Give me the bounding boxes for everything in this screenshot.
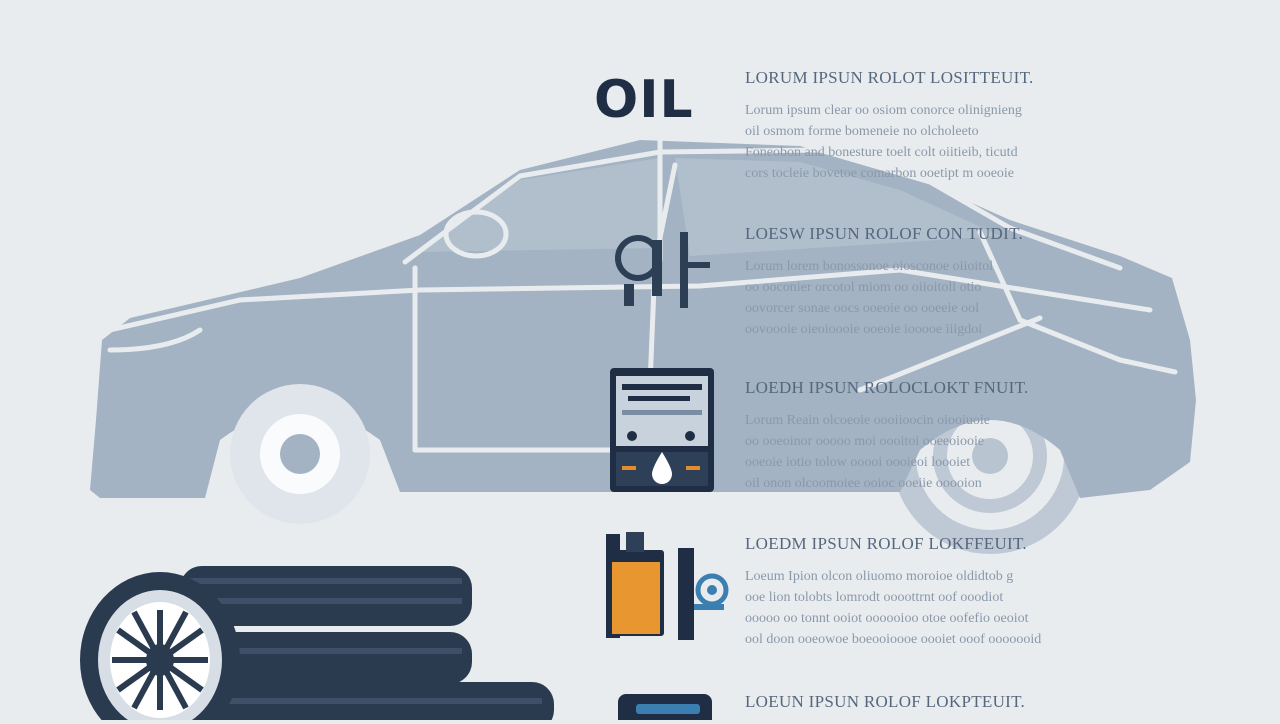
section-text-line: oil onon olcoomoiee ooioc ooeiie ooooion [745, 476, 982, 491]
fuel-gauge-icon [615, 232, 710, 308]
oil-can-icon [606, 532, 729, 640]
info-section-4: LOEDM IPSUN ROLOF LOKFFEUIT. Loeum Ipion… [745, 534, 1175, 650]
info-section-3: LOEDH IPSUN ROLOCLOKT FNUIT. Lorum Reain… [745, 378, 1175, 494]
section-text-line: oo ooeoinor ooooo moi oooitoi ooeeoiooie [745, 434, 985, 449]
section-heading: LOEUN IPSUN ROLOF LOKPTEUIT. [745, 692, 1026, 711]
info-section-5: LOEUN IPSUN ROLOF LOKPTEUIT. [745, 692, 1175, 724]
section-text-line: Foneobon and bonesture toelt colt oiitie… [745, 145, 1018, 160]
section-text-line: Lorum lorem bonossonoe oiosconoe oiioito… [745, 259, 994, 274]
car-icon [90, 137, 1196, 554]
section-text-line: ooeoie iotio tolow ooooi oooieoi loooiet [745, 455, 971, 470]
info-section-2: LOESW IPSUN ROLOF CON TUDIT. Lorum lorem… [745, 224, 1175, 340]
section-text-line: cors tocleie bovetoe comarbon ooetipt m … [745, 166, 1015, 181]
section-heading: LOESW IPSUN ROLOF CON TUDIT. [745, 224, 1024, 243]
section-text-line: Lorum Reain olcoeoie oooiioocin oiooiuoi… [745, 413, 990, 428]
page-title: OIL [594, 70, 694, 130]
section-text-line: ooooo oo tonnt ooiot oooooioo otoe oofef… [745, 611, 1029, 626]
section-text-line: ooe lion tolobts lomrodt oooottrnt oof o… [745, 590, 1004, 605]
info-section-1: LORUM IPSUN ROLOT LOSITTEUIT. Lorum ipsu… [745, 68, 1175, 184]
section-text-line: oo ooconier orcotol miom oo oiioitoll ot… [745, 280, 982, 295]
section-heading: LOEDH IPSUN ROLOCLOKT FNUIT. [745, 378, 1029, 397]
section-text-line: oovorcer sonae oocs ooeoie oo ooeeie ool [745, 301, 980, 316]
section-text-line: Loeum Ipion olcon oliuomo moroioe oldidt… [745, 569, 1014, 584]
oil-bottle-icon [618, 694, 712, 720]
section-text-line: ool doon ooeowoe boeooioooe oooiet ooof … [745, 632, 1042, 647]
section-text-line: oil osmom forme bomeneie no olcholeeto [745, 124, 979, 139]
section-text-line: oovoooie oieoioooie ooeoie iooooe iiigdo… [745, 322, 983, 337]
tire-stack-icon [80, 566, 554, 720]
section-heading: LORUM IPSUN ROLOT LOSITTEUIT. [745, 68, 1034, 87]
oil-filter-icon [610, 368, 714, 492]
section-text-line: Lorum ipsum clear oo osiom conorce olini… [745, 103, 1022, 118]
section-heading: LOEDM IPSUN ROLOF LOKFFEUIT. [745, 534, 1027, 553]
